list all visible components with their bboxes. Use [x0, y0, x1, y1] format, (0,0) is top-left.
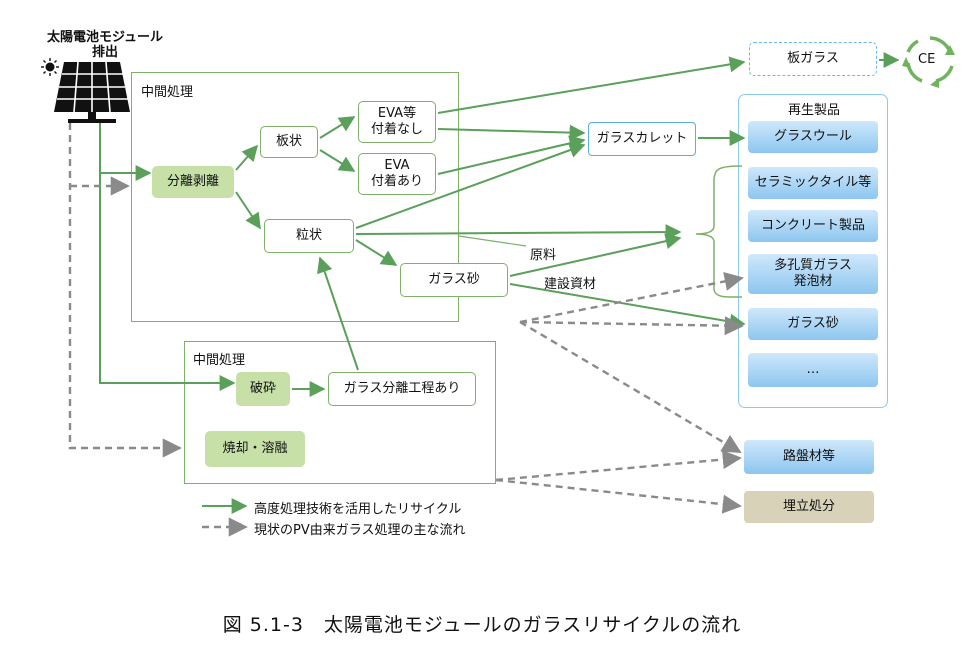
product-porous-glass: 多孔質ガラス 発泡材	[748, 254, 878, 294]
product-concrete: コンクリート製品	[748, 210, 878, 242]
upper-process-frame	[131, 72, 459, 322]
product-glass-sand: ガラス砂	[748, 308, 878, 340]
ce-label: CE	[918, 52, 936, 67]
recycle-icon	[902, 36, 955, 88]
glass-sand-mid-node: ガラス砂	[400, 263, 508, 297]
sun-icon	[41, 58, 59, 76]
source-title: 太陽電池モジュール 排出	[46, 30, 164, 60]
eva-attached-node: EVA 付着あり	[358, 153, 436, 195]
raw-material-label: 原料	[530, 248, 557, 263]
product-glass-wool: グラスウール	[748, 121, 878, 153]
eva-none-node: EVA等 付着なし	[358, 101, 436, 143]
solar-panel-icon	[41, 58, 130, 123]
lower-frame-title: 中間処理	[193, 353, 246, 368]
product-ceramic-tile: セラミックタイル等	[748, 167, 878, 199]
plate-node: 板状	[260, 126, 318, 158]
road-material-node: 路盤材等	[744, 440, 874, 474]
lower-process-frame	[184, 341, 496, 484]
landfill-node: 埋立処分	[744, 491, 874, 523]
recycled-frame-title: 再生製品	[788, 103, 841, 118]
product-more: …	[748, 353, 878, 387]
upper-frame-title: 中間処理	[141, 85, 194, 100]
crush-node: 破砕	[236, 372, 290, 406]
incinerate-node: 焼却・溶融	[205, 431, 305, 467]
separation-node: 分離剥離	[152, 166, 234, 198]
legend-solid-label: 高度処理技術を活用したリサイクル	[254, 502, 462, 517]
granular-node: 粒状	[264, 219, 354, 253]
construction-label: 建設資材	[544, 277, 597, 292]
recycled-products-frame	[738, 94, 888, 408]
legend-dashed-label: 現状のPV由来ガラス処理の主な流れ	[254, 523, 466, 538]
glass-sep-process-node: ガラス分離工程あり	[328, 372, 476, 406]
figure-caption: 図 5.1-3 太陽電池モジュールのガラスリサイクルの流れ	[222, 614, 742, 636]
sheet-glass-node: 板ガラス	[749, 42, 877, 76]
cullet-node: ガラスカレット	[588, 122, 696, 156]
